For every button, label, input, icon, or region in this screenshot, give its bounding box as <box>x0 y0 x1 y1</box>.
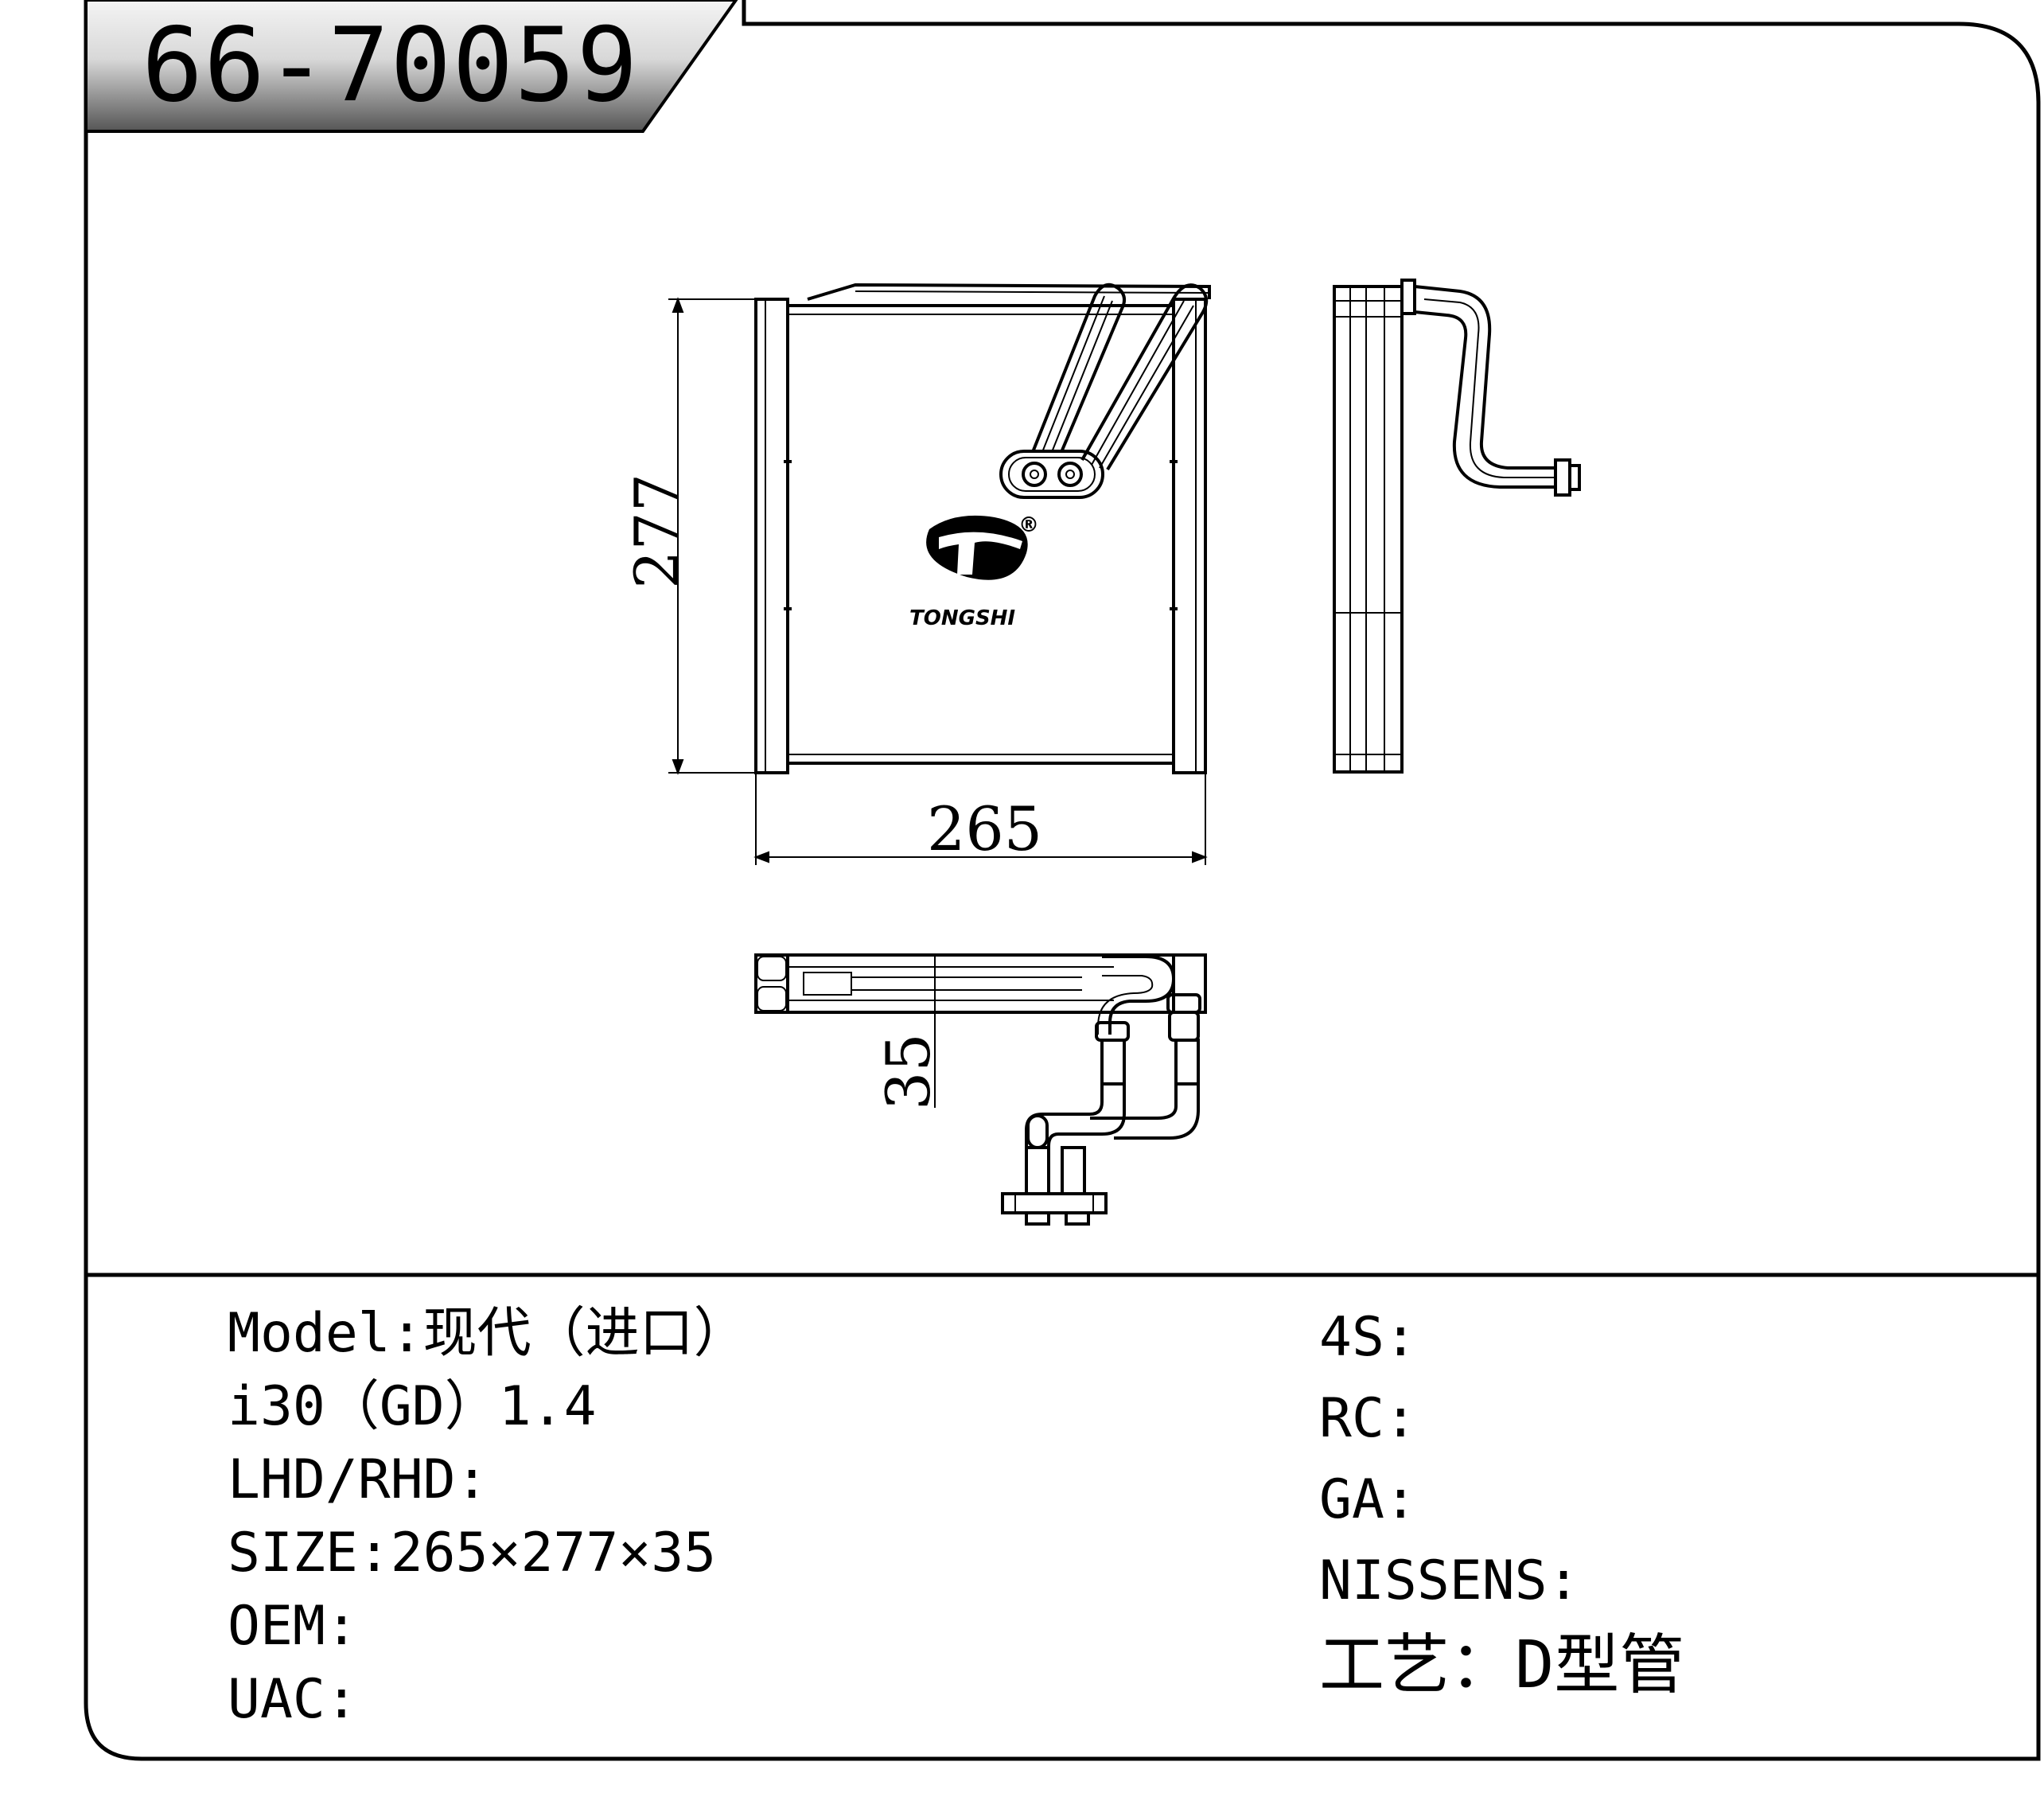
spec-row-ga: GA: <box>1319 1460 1684 1541</box>
height-dim-label: 277 <box>621 474 692 589</box>
spec-label: SIZE: <box>228 1522 391 1584</box>
side-body <box>1333 285 1404 774</box>
core <box>786 304 1175 765</box>
spec-label: NISSENS: <box>1319 1549 1580 1612</box>
specs-right: 4S: RC: GA: NISSENS: 工艺：D型管 <box>1319 1297 1684 1709</box>
spec-value: 265×277×35 <box>390 1522 717 1584</box>
tongshi-logo: ® TONGSHI <box>909 513 1039 630</box>
spec-row-size: SIZE:265×277×35 <box>228 1517 748 1590</box>
top-pipe-a <box>1102 955 1176 1035</box>
top-block <box>1001 1192 1108 1214</box>
title-tab <box>84 0 738 133</box>
depth-dim-label: 35 <box>873 1033 944 1110</box>
spec-label: UAC: <box>228 1668 358 1731</box>
spec-row-nissens: NISSENS: <box>1319 1541 1684 1622</box>
top-body <box>754 953 1207 1014</box>
outer-frame <box>84 0 2041 1761</box>
spec-value: 现代（进口） <box>422 1302 748 1365</box>
spec-row-process: 工艺：D型管 <box>1319 1622 1684 1709</box>
width-dim-label: 265 <box>927 793 1042 864</box>
specs-left: Model:现代（进口） i30（GD）1.4 LHD/RHD: SIZE:26… <box>228 1297 748 1736</box>
spec-row-rc: RC: <box>1319 1378 1684 1460</box>
spec-row-oem: OEM: <box>228 1590 748 1663</box>
pipe-outlet <box>1031 283 1127 453</box>
spec-row-uac: UAC: <box>228 1663 748 1736</box>
top-view <box>754 953 1207 1226</box>
spec-label: 工艺： <box>1319 1627 1516 1703</box>
spec-label: 4S: <box>1319 1306 1417 1369</box>
logo-registered-mark: ® <box>1018 513 1039 537</box>
left-tank <box>754 298 789 774</box>
spec-label: LHD/RHD: <box>228 1448 489 1511</box>
height-dimension <box>668 297 756 775</box>
pipe-block <box>999 450 1104 499</box>
front-view <box>754 283 1211 774</box>
spec-row-model: Model:现代（进口） <box>228 1297 748 1370</box>
side-pipe <box>1414 285 1557 489</box>
part-number: 66-70059 <box>142 6 639 125</box>
spec-label: RC: <box>1319 1387 1417 1450</box>
spec-label: i30（GD）1.4 <box>228 1375 597 1438</box>
width-dimension <box>753 773 1208 865</box>
logo-brand-text: TONGSHI <box>909 606 1015 630</box>
spec-row-variant: i30（GD）1.4 <box>228 1370 748 1444</box>
pipe-inlet <box>1080 283 1209 471</box>
right-tank <box>1172 298 1207 774</box>
spec-value: D型管 <box>1515 1627 1685 1703</box>
side-view <box>1333 279 1581 774</box>
spec-label: Model: <box>228 1302 423 1365</box>
spec-label: OEM: <box>228 1595 358 1658</box>
spec-label: GA: <box>1319 1468 1417 1531</box>
spec-row-4s: 4S: <box>1319 1297 1684 1378</box>
spec-row-lhd-rhd: LHD/RHD: <box>228 1444 748 1517</box>
